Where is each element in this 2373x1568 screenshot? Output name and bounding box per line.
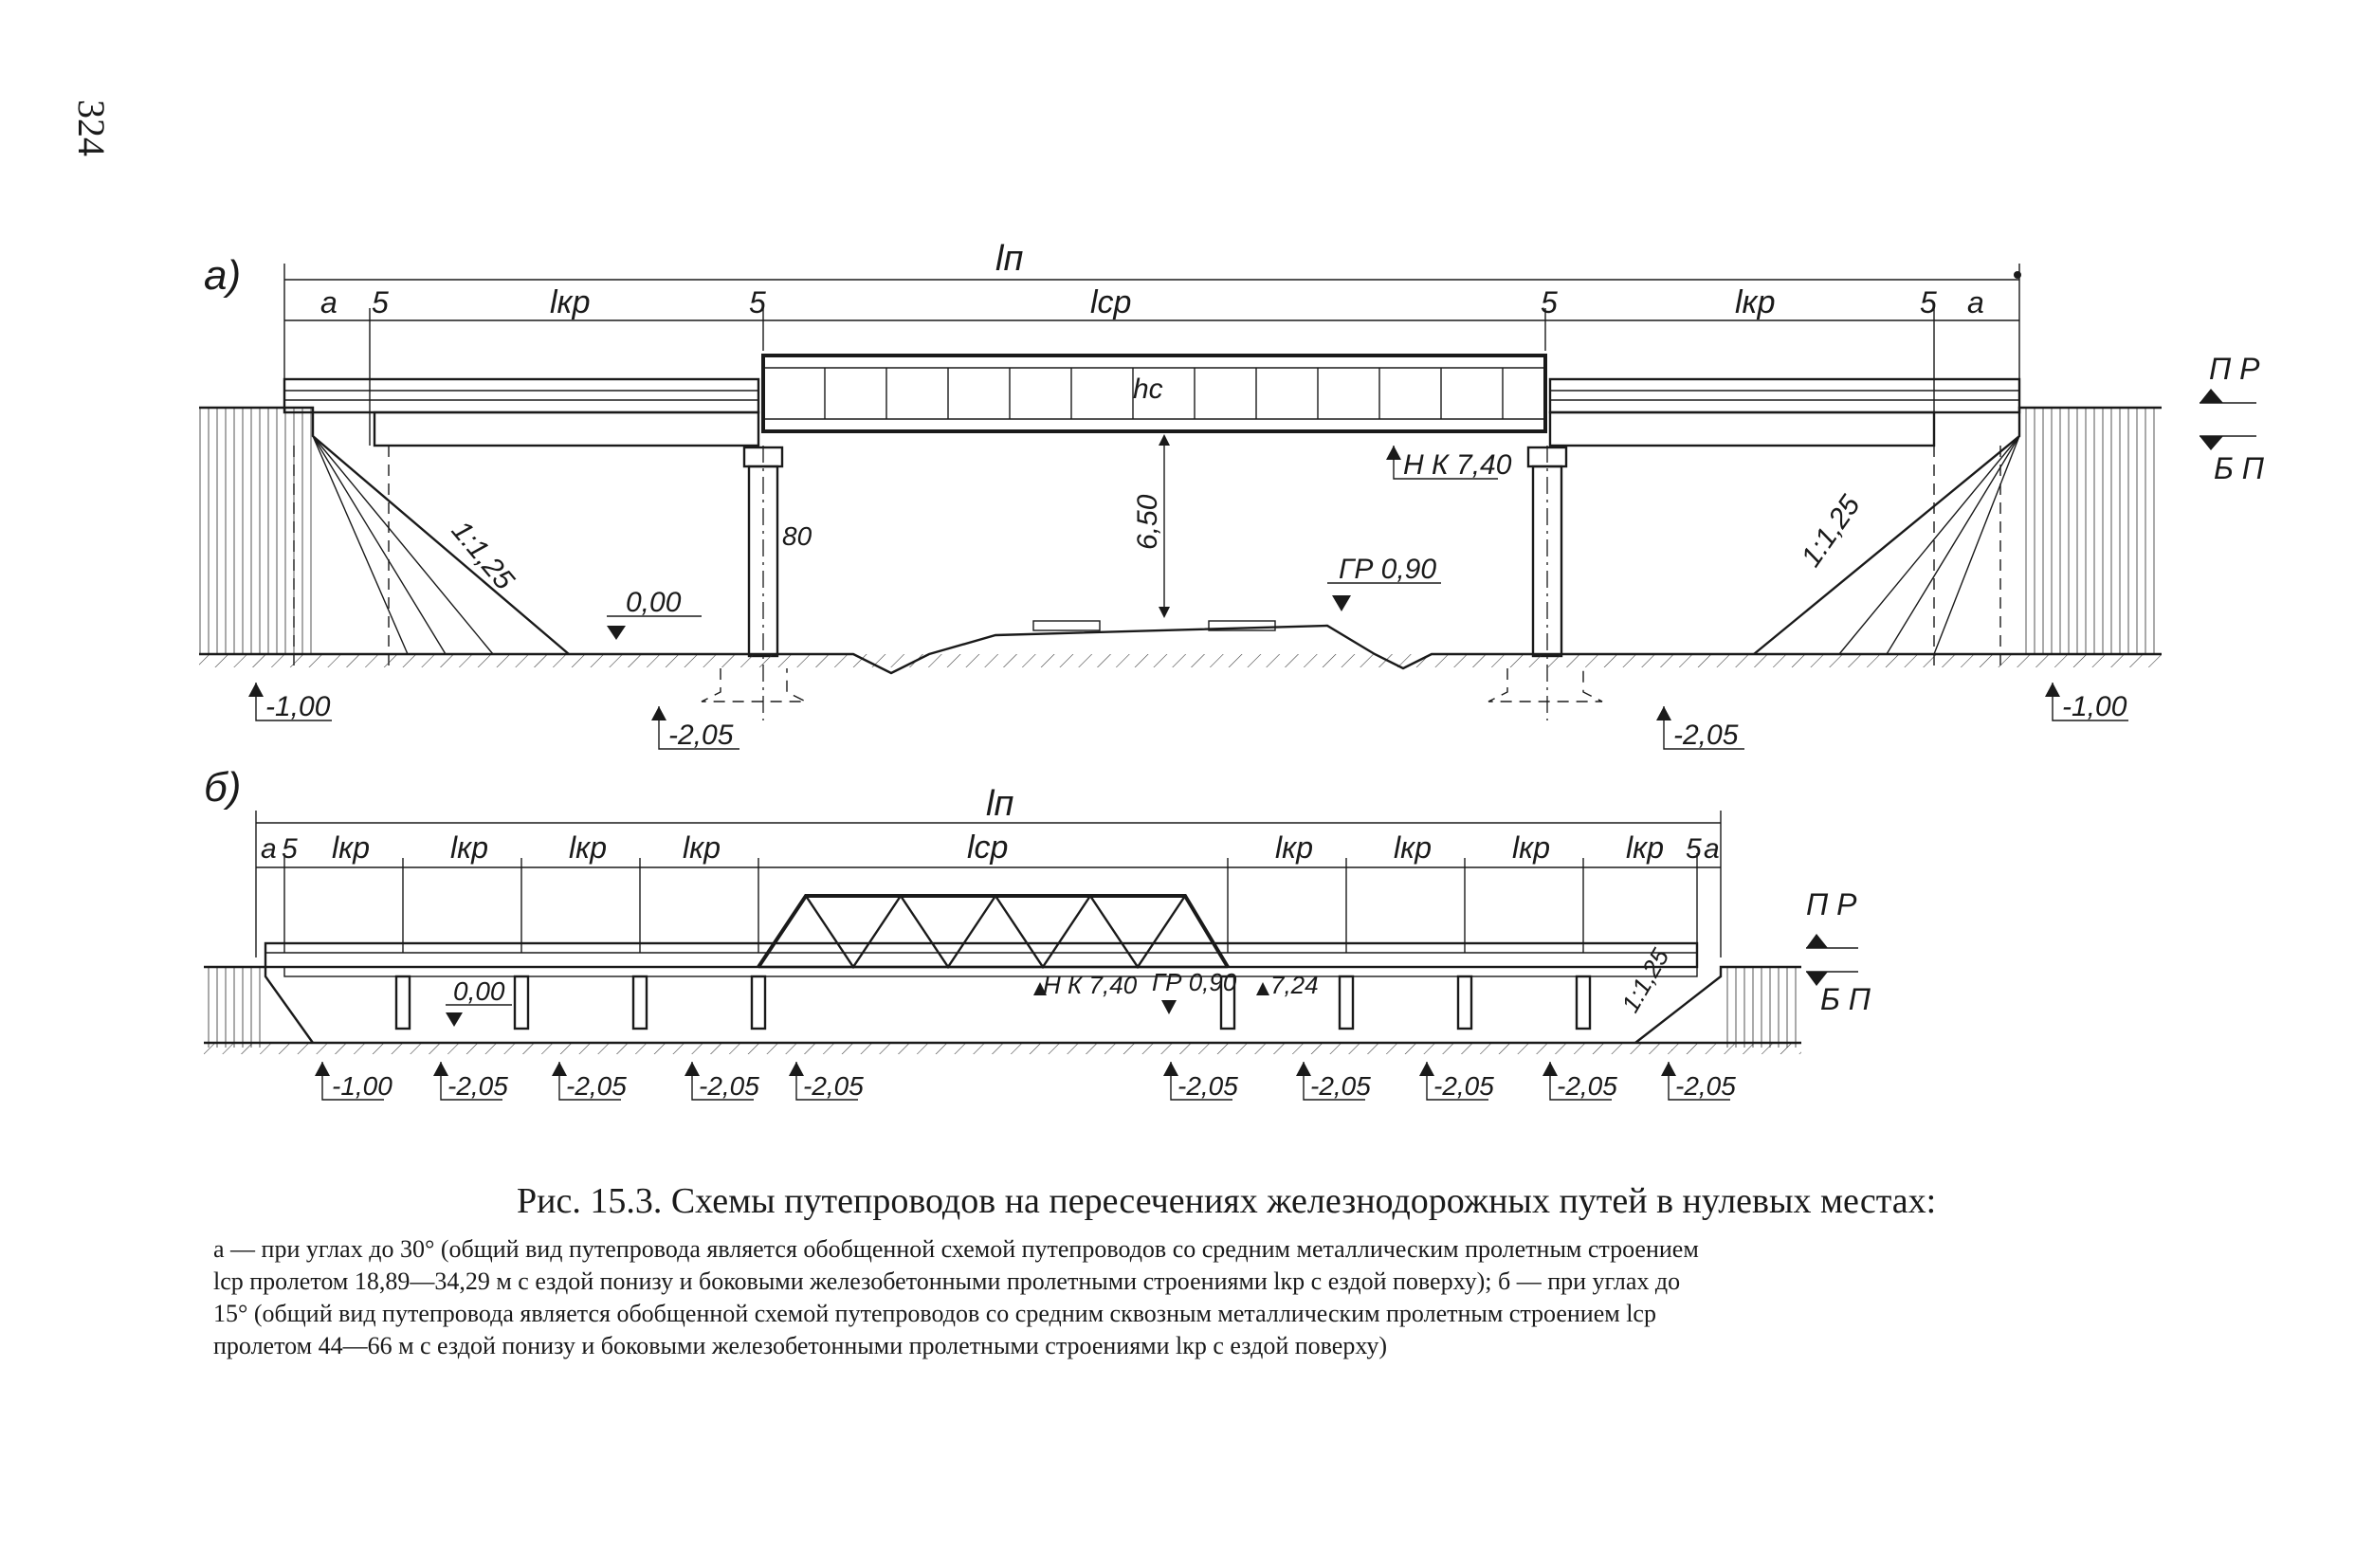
diagram-b-bottom-mark-3: -2,05 — [566, 1071, 627, 1101]
diagram-a-dim-lkr-left: lкр — [550, 284, 591, 320]
diagram-a-pier-right — [1488, 446, 1603, 720]
diagram-b-truss — [757, 893, 1230, 970]
diagram-b-bottom-mark-5: -2,05 — [803, 1071, 864, 1101]
diagram-b-dim-a-left: а — [261, 833, 277, 865]
diagram-a-deck-left — [283, 377, 760, 447]
diagram-b-mark-724: 7,24 — [1270, 971, 1319, 999]
diagram-b-span-left-4: lкр — [683, 830, 721, 865]
diagram-a-mark-zero: 0,00 — [626, 587, 682, 618]
diagram-a-dim-5-4: 5 — [1920, 285, 1937, 319]
diagram-b-bottom-mark-1: -1,00 — [332, 1071, 392, 1101]
diagram-b-mark-bp: Б П — [1820, 982, 1871, 1016]
caption-title: Рис. 15.3. Схемы путепроводов на пересеч… — [517, 1181, 1937, 1221]
diagram-b-ground — [204, 1041, 1801, 1054]
diagram-b-bottom-mark-2: -2,05 — [447, 1071, 508, 1101]
caption-line-2: lср пролетом 18,89—34,29 м с ездой пониз… — [213, 1267, 1681, 1295]
diagram-b-bottom-mark-6: -2,05 — [1177, 1071, 1238, 1101]
diagram-a-mark-left-base: -1,00 — [265, 691, 331, 722]
diagram-b-mark-nk: Н К 7,40 — [1043, 971, 1138, 999]
diagram-b-embankments: 1:1,25 — [204, 943, 1801, 1048]
diagram-b-bottom-mark-9: -2,05 — [1557, 1071, 1617, 1101]
diagram-b-mark-gr: ГР 0,90 — [1152, 968, 1237, 996]
diagram-b-span-left-1: lкр — [332, 830, 370, 865]
diagram-a-mark-pier-left: -2,05 — [668, 720, 734, 751]
diagram-b-total-dimension: lп — [255, 784, 1722, 957]
diagram-a-dim-5-1: 5 — [372, 285, 389, 319]
diagram-b-segment-dimensions: а 5 lкр lкр lкр lкр lср lкр lкр lкр lкр … — [256, 830, 1721, 953]
diagram-a-deck-middle: hc — [761, 354, 1547, 433]
diagram-b-dim-a-right: а — [1704, 833, 1720, 865]
diagram-a-dim-lsr: lср — [1090, 284, 1131, 320]
diagram-a-slope-left: 1:1,25 — [446, 515, 520, 595]
diagram-b-slope: 1:1,25 — [1615, 943, 1674, 1017]
diagram-a: а) lп а 5 lкр 5 lср 5 — [199, 239, 2265, 751]
diagram-a-dim-a-right: а — [1967, 285, 1984, 319]
diagram-b-span-left-3: lкр — [569, 830, 607, 865]
diagram-a-deck-right — [1548, 377, 2021, 447]
diagram-a-pier-left: 80 — [701, 446, 812, 720]
diagram-b-span-right-1: lкр — [1275, 830, 1313, 865]
diagram-a-pier-width: 80 — [782, 521, 812, 551]
diagram-a-mark-bp: Б П — [2214, 451, 2265, 485]
caption-line-1: а — при углах до 30° (общий вид путепров… — [213, 1235, 1699, 1263]
diagram-a-clearance-dimension: 6,50 — [1132, 434, 1170, 618]
diagram-b-bottom-mark-4: -2,05 — [699, 1071, 759, 1101]
caption-line-4: пролетом 44—66 м с ездой понизу и боковы… — [213, 1332, 1387, 1359]
diagram-a-segment-dimensions: а 5 lкр 5 lср 5 lкр 5 а — [284, 284, 2019, 446]
diagram-b-bottom-marks: -1,00 -2,05 -2,05 -2,05 -2,05 -2,05 — [315, 1062, 1736, 1101]
caption-line-3: 15° (общий вид путепровода является обоб… — [213, 1300, 1656, 1327]
diagram-a-mark-gr: ГР 0,90 — [1339, 554, 1436, 585]
diagram-b-level-marks: П Р Б П Н К 7,40 ГР 0,90 7,24 0,00 -1,00 — [315, 887, 1871, 1101]
diagram-a-clearance: 6,50 — [1132, 494, 1163, 550]
diagram-a-ground — [199, 620, 2162, 675]
diagram-b-bottom-mark-10: -2,05 — [1675, 1071, 1736, 1101]
diagram-a-mark-pier-right: -2,05 — [1673, 720, 1739, 751]
diagram-b-deck — [264, 941, 1699, 977]
diagram-b-panel-label: б) — [204, 764, 241, 811]
diagram-b-span-right-2: lкр — [1394, 830, 1432, 865]
diagram-a-hc: hc — [1133, 374, 1163, 405]
diagram-b-mark-pr: П Р — [1806, 887, 1857, 921]
diagram-b-piers — [394, 975, 1592, 1030]
diagram-b-total-length: lп — [986, 784, 1013, 824]
diagram-b-bottom-mark-8: -2,05 — [1433, 1071, 1494, 1101]
diagram-a-total-length: lп — [995, 239, 1023, 279]
diagram-a-total-dimension: lп — [283, 239, 2021, 389]
diagram-a-panel-label: а) — [204, 252, 241, 299]
diagram-b-dim-5-left: 5 — [282, 833, 298, 865]
diagram-a-mark-pr: П Р — [2209, 352, 2260, 386]
diagram-b-bottom-mark-7: -2,05 — [1310, 1071, 1371, 1101]
diagram-a-dim-5-3: 5 — [1541, 285, 1558, 319]
diagram-a-dim-a-left: а — [320, 285, 338, 319]
diagram-a-embankment-right: 1:1,25 — [1753, 406, 2162, 668]
diagram-a-level-marks: П Р Б П Н К 7,40 ГР 0,90 0,00 -1,00 -1, — [248, 352, 2265, 751]
diagram-a-dim-5-2: 5 — [749, 285, 766, 319]
diagram-b-dim-5-right: 5 — [1686, 833, 1702, 865]
diagram-b-span-right-3: lкр — [1512, 830, 1550, 865]
diagram-b-span-right-4: lкр — [1626, 830, 1664, 865]
diagram-a-mark-right-base: -1,00 — [2062, 691, 2127, 722]
diagram-b-span-left-2: lкр — [450, 830, 488, 865]
diagram-a-embankment-left: 1:1,25 — [199, 406, 570, 668]
diagram-a-slope-right: 1:1,25 — [1796, 490, 1867, 574]
diagram-b: б) lп а 5 lкр — [204, 764, 1871, 1101]
diagram-a-dim-lkr-right: lкр — [1735, 284, 1776, 320]
diagram-b-mark-zero: 0,00 — [453, 976, 505, 1006]
diagram-a-mark-nk: Н К 7,40 — [1403, 449, 1512, 481]
diagram-b-dim-lsr: lср — [967, 830, 1008, 866]
